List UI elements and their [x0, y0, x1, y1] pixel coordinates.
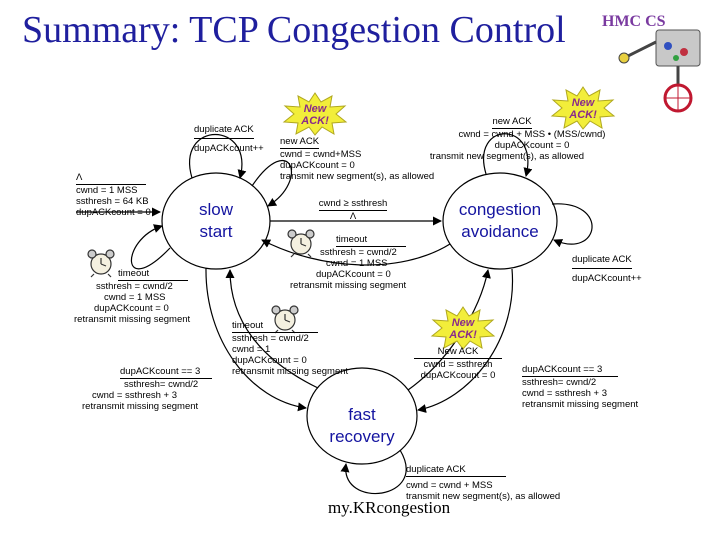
ca-new-loop [483, 133, 533, 177]
ss-new-loop [251, 160, 292, 207]
ss-to-fr-arrow [205, 267, 307, 412]
page-title: Summary: TCP Congestion Control [22, 9, 566, 51]
fr-to-ca-label: New ACK cwnd = ssthresh dupACKcount = 0 [408, 346, 508, 381]
alarm-clock-icon [84, 248, 118, 278]
fast-recovery-state [306, 367, 418, 465]
footer-filename: my.KRcongestion [328, 498, 451, 517]
ca-to-fr-arrow [417, 268, 514, 413]
ca-dup-ack-label: duplicate ACK dupACKcount++ [572, 254, 642, 284]
new-ack-burst: New ACK! [282, 92, 348, 136]
svg-text:New: New [452, 317, 476, 329]
fr-timeout-label: timeout ssthresh = cwnd/2 cwnd = 1 dupAC… [232, 320, 349, 377]
ca-to-fr-label: dupACKcount == 3 ssthresh= cwnd/2 cwnd =… [522, 364, 639, 410]
new-ack-burst: New ACK! [550, 86, 616, 130]
ca-new-ack-label: new ACK cwnd = cwnd + MSS • (MSS/cwnd) d… [429, 116, 606, 162]
svg-text:New: New [304, 103, 328, 115]
ca-dup-loop [551, 203, 593, 248]
ss-timeout-loop [130, 224, 171, 270]
ss-dup-loop [189, 134, 247, 179]
ss-to-fr-label: dupACKcount == 3 ssthresh= cwnd/2 cwnd =… [82, 366, 212, 412]
logo-text: HMC CS [602, 13, 666, 30]
ss-new-ack-label: new ACK cwnd = cwnd+MSS dupACKcount = 0 … [280, 136, 435, 182]
ca-timeout-label: timeout ssthresh = cwnd/2 cwnd = 1 MSS d… [290, 234, 407, 291]
fr-dup-ack-label: duplicate ACK cwnd = cwnd + MSS transmit… [406, 464, 561, 502]
congestion-avoidance-state [442, 172, 558, 270]
alarm-clock-icon [284, 228, 318, 258]
svg-text:ACK!: ACK! [448, 329, 477, 341]
ss-dup-ack-label: duplicate ACK dupACKcount++ [194, 124, 264, 154]
ss-timeout-label: timeout ssthresh = cwnd/2 cwnd = 1 MSS d… [74, 268, 191, 325]
svg-text:ACK!: ACK! [568, 109, 597, 121]
ss-to-ca-label: cwnd ≥ ssthresh Λ [318, 198, 388, 222]
init-transition-label: Λ cwnd = 1 MSS ssthresh = 64 KB dupACKco… [76, 172, 151, 218]
hmc-robot-logo: HMC CS [598, 6, 718, 114]
fr-to-ss-arrow [225, 269, 319, 389]
svg-text:ACK!: ACK! [300, 115, 329, 127]
svg-text:New: New [572, 97, 596, 109]
ca-to-ss-arrow [261, 239, 451, 266]
alarm-clock-icon [268, 304, 302, 334]
fr-dup-loop [340, 449, 407, 495]
new-ack-burst: New ACK! [430, 306, 496, 350]
